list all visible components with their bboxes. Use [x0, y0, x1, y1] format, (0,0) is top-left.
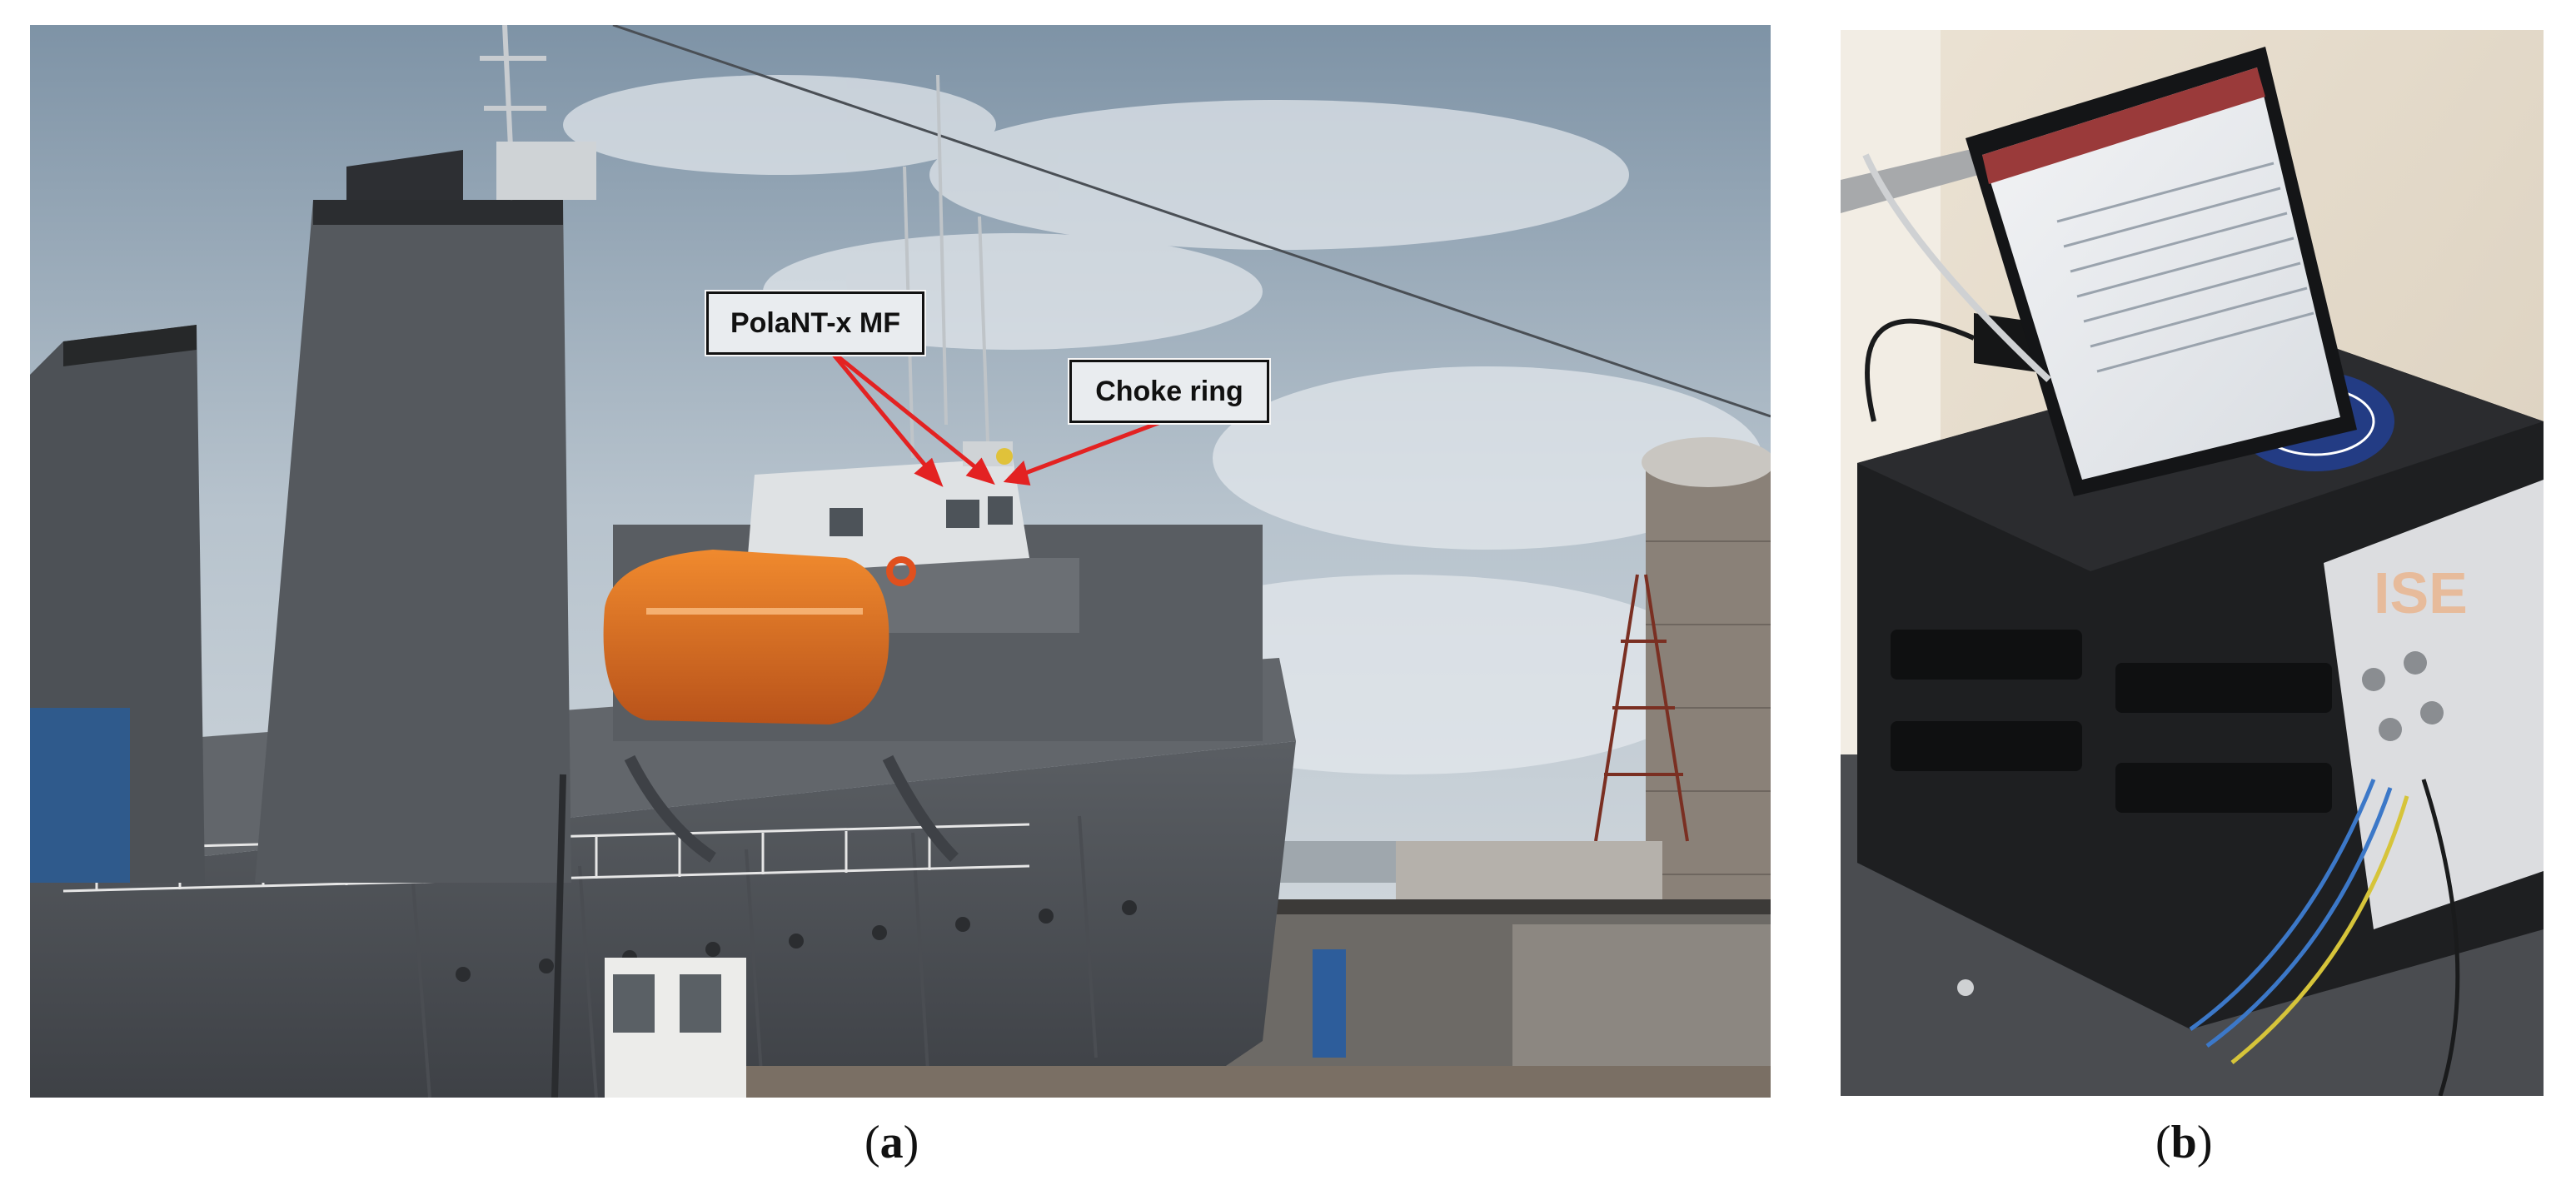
panel-brand-logo: ISE	[2374, 560, 2468, 625]
choke-ring-label: Choke ring	[1069, 360, 1269, 423]
hull-ribs	[411, 815, 1098, 1098]
bridge-house	[746, 458, 1029, 575]
bridge-windows	[830, 496, 1013, 536]
cables	[2189, 779, 2460, 1096]
polant-antenna-label: PolaNT-x MF	[706, 291, 924, 355]
caption-a-close: )	[903, 1117, 919, 1168]
concrete-tower	[1642, 437, 1771, 924]
receiver-rack-photo: ISE	[1841, 30, 2544, 1096]
callout-arrows	[828, 348, 1163, 487]
lattice-mast	[1594, 574, 1689, 842]
blue-machinery	[30, 708, 130, 883]
ground	[746, 1066, 1771, 1098]
lifeboat	[603, 550, 889, 724]
metal-bar	[1841, 147, 1991, 213]
ship-hull	[30, 741, 1296, 1098]
connectors	[2362, 651, 2444, 741]
mast-platform	[496, 142, 596, 200]
caption-b: (b)	[2155, 1116, 2212, 1169]
black-cable	[1865, 318, 1976, 422]
ship-photo: PolaNT-x MF Choke ring	[30, 25, 1771, 1098]
caption-a-letter: a	[879, 1117, 904, 1168]
choke-ring-antenna	[996, 448, 1013, 465]
shed	[1179, 841, 1771, 1098]
overhead-wire	[612, 25, 1771, 418]
ship-photo-illustration	[30, 25, 1771, 1098]
caption-b-letter: b	[2170, 1117, 2197, 1168]
caption-b-open: (	[2155, 1117, 2171, 1168]
funnel	[255, 150, 571, 883]
cabinet-knob	[1957, 979, 1974, 996]
life-ring	[886, 556, 916, 586]
caption-a: (a)	[864, 1116, 919, 1169]
lamp-post	[551, 774, 566, 1098]
davit	[624, 754, 959, 863]
guard-booth	[605, 958, 746, 1098]
caption-a-open: (	[864, 1117, 880, 1168]
hanging-strap	[1862, 153, 2051, 382]
caption-b-close: )	[2196, 1117, 2213, 1168]
laptop-screen	[1966, 47, 2357, 496]
case-handles	[1891, 630, 2332, 813]
receiver-rack-illustration: ISE	[1841, 30, 2544, 1096]
